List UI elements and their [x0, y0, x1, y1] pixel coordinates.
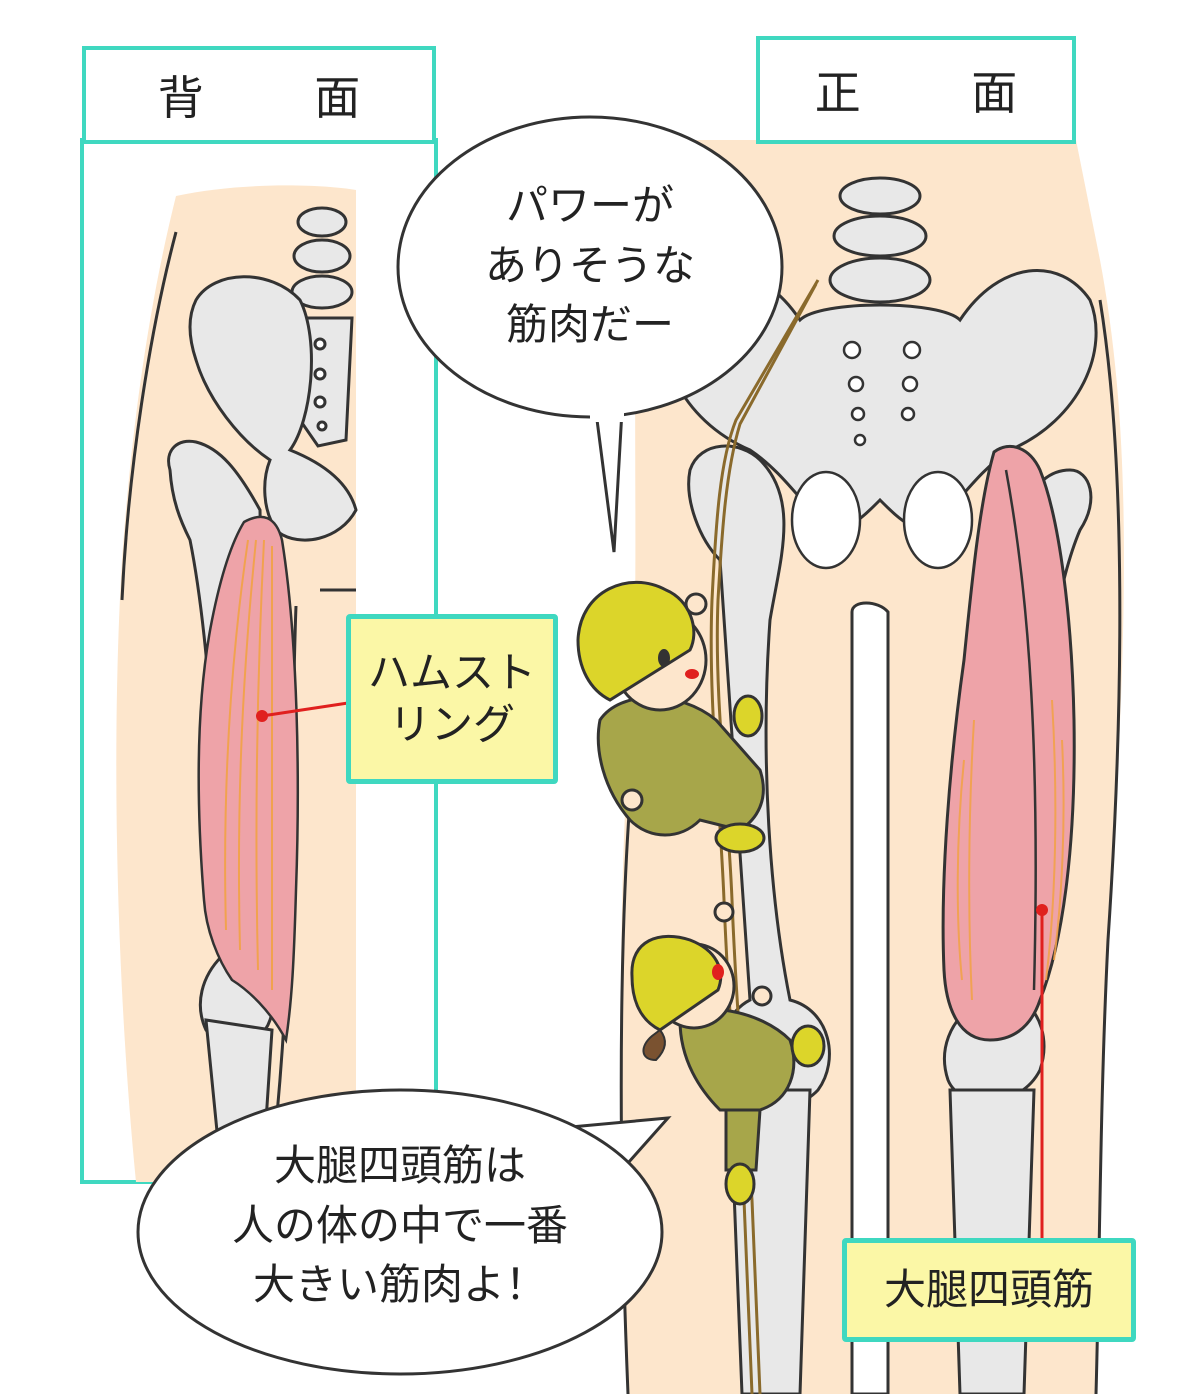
speech-bubble-top-text: パワーが ありそうな 筋肉だー — [484, 181, 695, 350]
back-sacrum — [290, 206, 354, 448]
hamstring-label: ハムストリング — [346, 614, 558, 784]
back-pelvis — [188, 275, 358, 542]
front-spine — [828, 176, 932, 304]
speech-bubble-bottom-text: 大腿四頭筋は 人の体の中で一番 大きい筋肉よ！ — [231, 1141, 568, 1310]
speech-bubble-bottom — [136, 1088, 672, 1376]
hamstring-muscle — [197, 515, 300, 1044]
climbing-rope — [709, 279, 820, 1394]
quadriceps-label: 大腿四頭筋 — [842, 1238, 1136, 1342]
hamstring-pointer — [261, 701, 349, 718]
climber-top — [576, 580, 766, 854]
quadriceps-muscle — [941, 444, 1076, 1042]
back-view-title: 背 面 — [82, 46, 436, 144]
climber-bottom — [630, 901, 826, 1206]
speech-bubble-top — [396, 115, 784, 553]
front-view-title: 正 面 — [756, 36, 1076, 144]
